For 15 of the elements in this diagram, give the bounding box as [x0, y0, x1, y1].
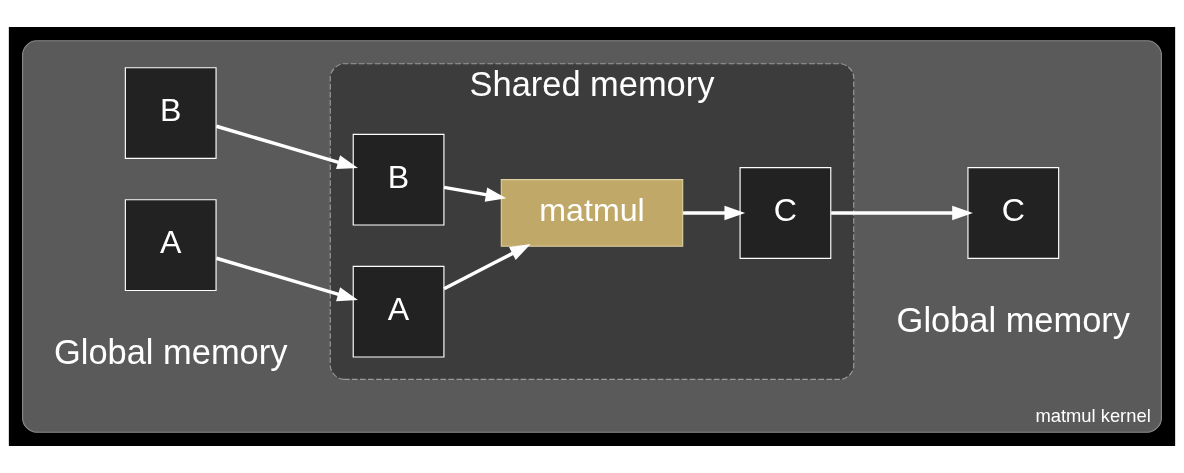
node-box: matmul	[500, 179, 684, 247]
node-box: B	[124, 67, 217, 159]
node-box: A	[124, 199, 217, 292]
node-box: C	[739, 167, 832, 259]
arrow	[831, 205, 973, 221]
node-box: B	[352, 133, 445, 226]
label: Global memory	[54, 332, 288, 371]
label: Global memory	[896, 300, 1130, 339]
arrow	[683, 205, 746, 221]
arrow	[443, 185, 507, 202]
arrow	[215, 124, 358, 170]
arrow	[215, 256, 358, 302]
node-box: C	[967, 167, 1060, 259]
arrow	[443, 244, 531, 291]
node-box: A	[352, 265, 445, 358]
